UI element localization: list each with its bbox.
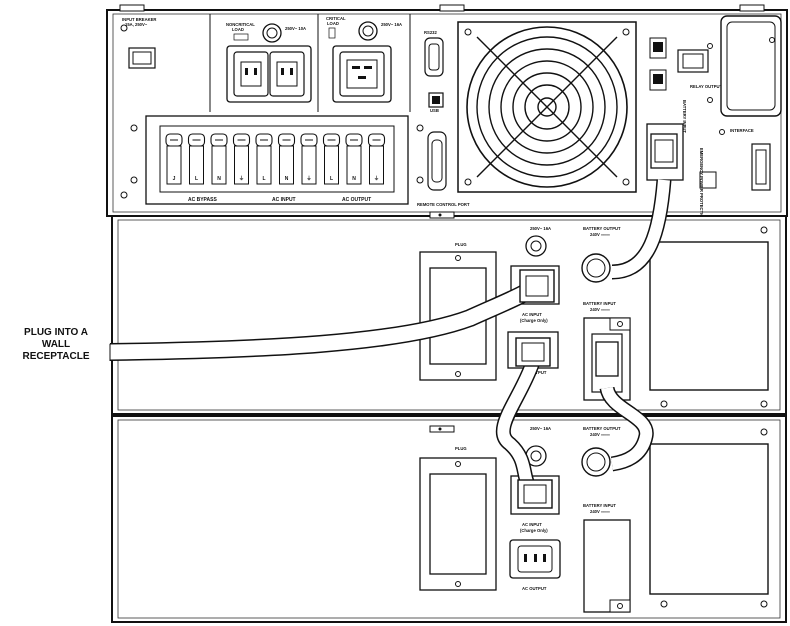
plug-into-wall-callout: PLUG INTO A WALL RECEPTACLE <box>0 327 112 363</box>
emergency-protection-label: EMERGENCY POWER PROTECTION <box>699 148 704 221</box>
terminal-letter: L <box>195 176 198 182</box>
terminal-10: ⏚ <box>367 133 386 185</box>
terminal-ac-output-label: AC OUTPUT <box>342 197 371 203</box>
interface-panel: RELAY OUTPUT INTERFACE EMERGENCY POWER P… <box>646 15 782 221</box>
middle-ac-input-sub: (Charge Only) <box>520 318 548 323</box>
bottom-ac-output-label: AC OUTPUT <box>522 586 547 591</box>
bottom-ac-input-sub: (Charge Only) <box>520 528 548 533</box>
terminal-5: L <box>255 133 273 185</box>
bottom-battery-output-label: BATTERY OUTPUT <box>583 426 621 431</box>
critical-rating: 250V~ 16A <box>381 22 402 27</box>
bottom-battery-input-label: BATTERY INPUT <box>583 503 616 508</box>
battery-cable-top-to-middle <box>611 133 678 280</box>
battery-cable-middle-to-bottom <box>595 341 654 472</box>
wall-power-cord <box>109 269 555 361</box>
input-breaker: INPUT BREAKER 15A, 250V~ <box>122 17 156 69</box>
input-breaker-rating: 15A, 250V~ <box>125 22 148 27</box>
top-unit: INPUT BREAKER 15A, 250V~ NONCRITICAL LOA… <box>106 4 788 221</box>
terminal-letter: N <box>217 176 221 182</box>
terminal-letter: N <box>352 176 356 182</box>
cables <box>109 133 678 509</box>
middle-battery-unit: PLUG 250V~ 16A AC INPUT (Charge Only) AC… <box>111 211 787 415</box>
callout-line-2: WALL <box>41 339 71 350</box>
terminal-ac-input-label: AC INPUT <box>272 197 296 203</box>
bottom-battery-output-sub: 240V ═══ <box>590 432 610 437</box>
terminal-6: N <box>277 133 296 185</box>
input-breaker-label: INPUT BREAKER <box>122 17 156 22</box>
terminal-8: L <box>322 133 341 185</box>
middle-battery-output-sub: 240V ═══ <box>590 232 610 237</box>
callout-line-3: RECEPTACLE <box>22 351 90 362</box>
critical-label: CRITICAL <box>326 16 346 21</box>
noncritical-load-outlets: NONCRITICAL LOAD 250V~ 10A <box>226 22 312 103</box>
terminal-letter: ⏚ <box>239 175 244 182</box>
terminal-7: ⏚ <box>300 133 318 185</box>
interface-label: INTERFACE <box>730 128 754 133</box>
middle-battery-input-sub: 240V ═══ <box>590 307 610 312</box>
middle-battery-output-label: BATTERY OUTPUT <box>583 226 621 231</box>
middle-ac-input-label: AC INPUT <box>522 312 542 317</box>
bottom-plug-label: PLUG <box>455 446 467 451</box>
bottom-ac-input-label: AC INPUT <box>522 522 542 527</box>
middle-plug-label: PLUG <box>455 242 467 247</box>
terminal-9: N <box>345 133 363 185</box>
terminal-letter: N <box>285 176 289 182</box>
middle-breaker-rating: 250V~ 16A <box>530 226 551 231</box>
terminal-2: L <box>187 133 206 185</box>
callout-line-1: PLUG INTO A <box>24 327 88 338</box>
bottom-battery-unit: PLUG 250V~ 16A AC INPUT (Charge Only) AC… <box>111 415 787 623</box>
top-battery-input-label: BATTERY INPUT <box>682 100 687 133</box>
terminal-block: J L N ⏚ L N ⏚ L N ⏚ AC BYPASS AC INPUT AC OUTPUT <box>130 115 424 205</box>
bottom-breaker-rating: 250V~ 16A <box>530 426 551 431</box>
terminal-letter: ⏚ <box>374 175 379 182</box>
critical-sub: LOAD <box>327 21 339 26</box>
rs232-label: RS232 <box>424 30 437 35</box>
bottom-battery-input-sub: 240V ═══ <box>590 509 610 514</box>
comm-ports: RS232 USB REMOTE CONTROL PORT <box>417 30 470 207</box>
middle-battery-input-label: BATTERY INPUT <box>583 301 616 306</box>
terminal-letter: L <box>262 176 265 182</box>
usb-label: USB <box>430 108 439 113</box>
ac-cable-middle-to-bottom <box>495 337 553 509</box>
critical-load-outlet: CRITICAL LOAD 250V~ 16A <box>326 16 402 103</box>
cooling-fan <box>457 21 637 193</box>
terminal-letter: J <box>173 176 176 182</box>
terminal-1: J <box>165 133 183 185</box>
relay-output-label: RELAY OUTPUT <box>690 84 723 89</box>
terminal-letter: ⏚ <box>306 175 311 182</box>
noncritical-rating: 250V~ 10A <box>285 26 306 31</box>
terminal-4: ⏚ <box>232 133 251 185</box>
noncritical-label: NONCRITICAL <box>226 22 255 27</box>
terminal-ac-bypass-label: AC BYPASS <box>188 197 217 203</box>
remote-control-port-label: REMOTE CONTROL PORT <box>417 202 470 207</box>
terminal-3: N <box>210 133 228 185</box>
noncritical-sub: LOAD <box>232 27 244 32</box>
terminal-letter: L <box>330 176 333 182</box>
